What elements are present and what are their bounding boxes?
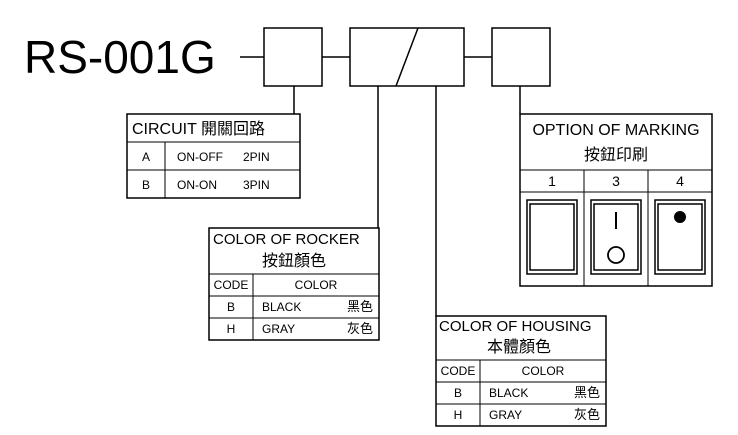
dot-marking-rocker-icon bbox=[654, 199, 706, 275]
rocker-color-table: COLOR OF ROCKER 按鈕顏色 CODE COLOR B BLACK … bbox=[208, 227, 380, 341]
marking-option-label: 4 bbox=[676, 173, 684, 189]
circuit-row-pin: 2PIN bbox=[243, 150, 270, 164]
housing-row-name-cn: 黑色 bbox=[574, 385, 600, 400]
rocker-row-name-cn: 黑色 bbox=[347, 299, 373, 314]
housing-col-code: CODE bbox=[441, 364, 476, 378]
circuit-title: CIRCUIT 開關回路 bbox=[132, 120, 265, 138]
circuit-row-code: A bbox=[142, 150, 150, 164]
model-number: RS-001G bbox=[24, 31, 216, 83]
circuit-row-pin: 3PIN bbox=[243, 178, 270, 192]
color-code-box bbox=[349, 27, 465, 87]
rocker-row-name-cn: 灰色 bbox=[347, 321, 373, 336]
rocker-row-name: GRAY bbox=[262, 322, 295, 336]
marking-title: OPTION OF MARKING bbox=[532, 122, 699, 139]
leader-lines bbox=[293, 86, 521, 316]
housing-color-table: COLOR OF HOUSING 本體顏色 CODE COLOR B BLACK… bbox=[435, 315, 607, 427]
circuit-table: CIRCUIT 開關回路 A ON-OFF 2PIN B ON-ON 3PIN bbox=[126, 113, 301, 199]
on-off-symbol-rocker-icon bbox=[590, 199, 642, 275]
rocker-col-color: COLOR bbox=[295, 278, 338, 292]
circuit-row-desc: ON-OFF bbox=[177, 150, 223, 164]
marking-options-table: OPTION OF MARKING 按鈕印刷 1 3 4 bbox=[519, 113, 713, 287]
marking-option-label: 3 bbox=[612, 173, 620, 189]
circuit-row-code: B bbox=[142, 178, 150, 192]
blank-rocker-icon bbox=[526, 199, 578, 275]
housing-row-name-cn: 灰色 bbox=[574, 407, 600, 422]
rocker-row-code: H bbox=[227, 322, 236, 336]
marking-option-label: 1 bbox=[548, 173, 556, 189]
housing-title-cn: 本體顏色 bbox=[487, 338, 551, 356]
housing-col-color: COLOR bbox=[522, 364, 565, 378]
color-code-divider bbox=[395, 27, 419, 87]
housing-row-code: H bbox=[454, 408, 463, 422]
rocker-row-code: B bbox=[227, 300, 235, 314]
rocker-title: COLOR OF ROCKER bbox=[213, 231, 360, 248]
housing-row-code: B bbox=[454, 386, 462, 400]
housing-row-name: BLACK bbox=[489, 386, 528, 400]
housing-title: COLOR OF HOUSING bbox=[439, 318, 592, 335]
marking-code-box bbox=[491, 27, 551, 87]
rocker-row-name: BLACK bbox=[262, 300, 301, 314]
housing-row-name: GRAY bbox=[489, 408, 522, 422]
marking-title-cn: 按鈕印刷 bbox=[584, 146, 648, 164]
rocker-title-cn: 按鈕顏色 bbox=[262, 252, 326, 270]
circuit-code-box bbox=[263, 27, 323, 87]
circuit-row-desc: ON-ON bbox=[177, 178, 217, 192]
rocker-col-code: CODE bbox=[214, 278, 249, 292]
